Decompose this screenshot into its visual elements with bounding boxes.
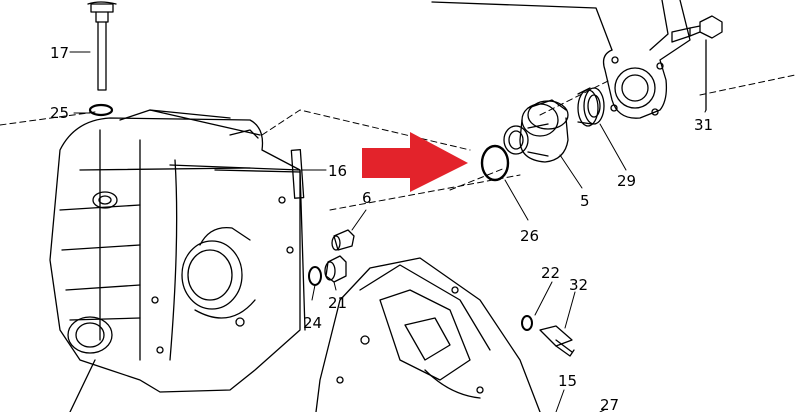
callout-labels: 17 25 16 6 21 24 26 5 29 31 22 32 15 27 bbox=[50, 44, 713, 414]
callout-22: 22 bbox=[541, 264, 560, 282]
dipstick-17 bbox=[87, 1, 117, 91]
bearing-housing-5 bbox=[503, 99, 569, 163]
drain-plug-21 bbox=[324, 255, 347, 283]
top-bracket bbox=[431, 0, 691, 119]
assembly-dashed-lines bbox=[0, 74, 796, 211]
callout-29: 29 bbox=[617, 172, 636, 190]
red-pointer-arrow bbox=[362, 132, 468, 192]
washer-22 bbox=[521, 315, 533, 331]
callout-17: 17 bbox=[50, 44, 69, 62]
washer-24 bbox=[308, 266, 322, 286]
o-ring-26 bbox=[480, 144, 510, 182]
callout-5: 5 bbox=[580, 192, 590, 210]
callout-21: 21 bbox=[328, 294, 347, 312]
o-ring-25 bbox=[88, 103, 114, 117]
callout-24: 24 bbox=[303, 314, 322, 332]
bolt-31 bbox=[671, 15, 723, 111]
transmission-housing bbox=[49, 109, 306, 413]
callout-31: 31 bbox=[694, 116, 713, 134]
plate-16 bbox=[290, 149, 305, 199]
callout-32: 32 bbox=[569, 276, 588, 294]
leader-lines bbox=[69, 51, 707, 413]
callout-6: 6 bbox=[362, 189, 372, 207]
callout-16: 16 bbox=[328, 162, 347, 180]
seal-29 bbox=[577, 87, 605, 127]
bolt-32 bbox=[539, 325, 575, 357]
callout-15: 15 bbox=[558, 372, 577, 390]
callout-25: 25 bbox=[50, 104, 69, 122]
callout-26: 26 bbox=[520, 227, 539, 245]
callout-27: 27 bbox=[600, 396, 619, 412]
cover-15 bbox=[315, 257, 541, 413]
plug-6 bbox=[331, 229, 355, 251]
